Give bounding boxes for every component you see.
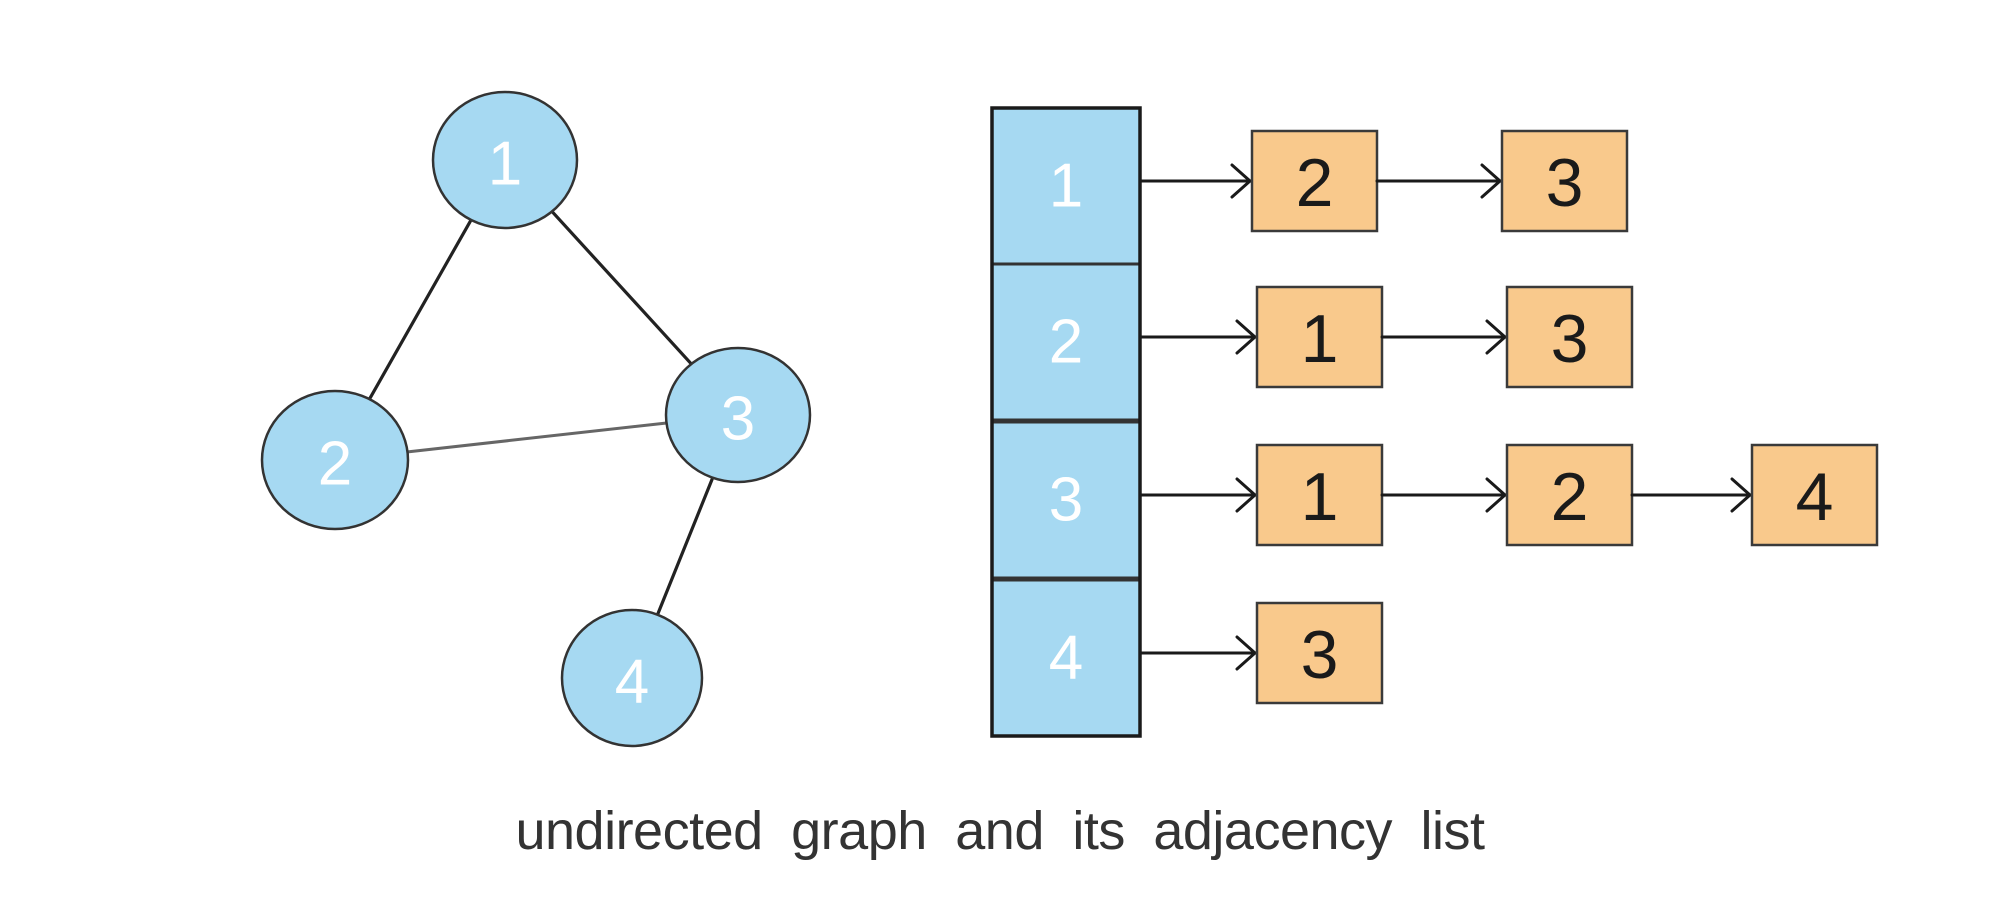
graph-node-label: 4 [615, 648, 649, 717]
neighbor-label: 1 [1301, 301, 1339, 377]
graph-node-label: 3 [721, 385, 755, 454]
graph-node-4: 4 [560, 608, 704, 748]
neighbor-label: 3 [1551, 301, 1589, 377]
arrow-head-icon [1235, 635, 1257, 671]
graph-node-1: 1 [431, 90, 579, 230]
arrow-head-icon [1480, 163, 1502, 199]
neighbor-node-2-1: 1 [1255, 285, 1384, 389]
adjacency-row-3: 3 1 2 4 [990, 420, 1879, 580]
neighbor-node-3-1: 1 [1255, 443, 1384, 547]
vertex-cell-label: 3 [1049, 466, 1083, 535]
graph-node-2: 2 [260, 389, 410, 531]
vertex-cell-label: 1 [1049, 152, 1083, 221]
neighbor-label: 1 [1301, 459, 1339, 535]
graph-node-circle [260, 389, 410, 531]
graph-edge-2-3 [404, 421, 671, 454]
neighbor-label: 4 [1796, 459, 1834, 535]
graph-edge-3-4 [656, 477, 714, 616]
graph-node-circle [431, 90, 579, 230]
neighbor-label: 2 [1551, 459, 1589, 535]
neighbor-box [1505, 443, 1634, 547]
undirected-graph: 1 2 3 4 [260, 90, 812, 748]
neighbor-box [1750, 443, 1879, 547]
diagram-caption: undirected graph and its adjacency list [515, 801, 1485, 861]
neighbor-node-4-3: 3 [1255, 601, 1384, 705]
adjacency-row-1: 1 2 3 [990, 106, 1629, 266]
neighbor-node-3-4: 4 [1750, 443, 1879, 547]
neighbor-node-1-3: 3 [1500, 129, 1629, 233]
arrow-head-icon [1485, 319, 1507, 355]
neighbor-box [1255, 443, 1384, 547]
graph-node-3: 3 [664, 346, 812, 484]
neighbor-node-1-2: 2 [1250, 129, 1379, 233]
arrow-head-icon [1230, 163, 1252, 199]
vertex-column-outline [990, 106, 1142, 738]
neighbor-node-2-3: 3 [1505, 285, 1634, 389]
graph-node-label: 2 [318, 430, 352, 499]
neighbor-label: 2 [1296, 145, 1334, 221]
neighbor-box [1505, 285, 1634, 389]
graph-edge-1-2 [368, 219, 473, 400]
neighbor-box [1500, 129, 1629, 233]
graph-node-circle [664, 346, 812, 484]
arrow-head-icon [1235, 319, 1257, 355]
arrow-head-icon [1235, 477, 1257, 513]
graph-node-circle [560, 608, 704, 748]
neighbor-label: 3 [1546, 145, 1584, 221]
vertex-cell-label: 4 [1049, 624, 1083, 693]
neighbor-box [1255, 601, 1384, 705]
graph-edge-1-3 [550, 210, 693, 366]
arrow-head-icon [1485, 477, 1507, 513]
graph-node-label: 1 [488, 130, 522, 199]
arrow-head-icon [1730, 477, 1752, 513]
adjacency-row-2: 2 1 3 [990, 262, 1634, 422]
neighbor-label: 3 [1301, 617, 1339, 693]
vertex-cell-label: 2 [1049, 308, 1083, 377]
vertex-cell-1 [990, 106, 1142, 266]
neighbor-node-3-2: 2 [1505, 443, 1634, 547]
